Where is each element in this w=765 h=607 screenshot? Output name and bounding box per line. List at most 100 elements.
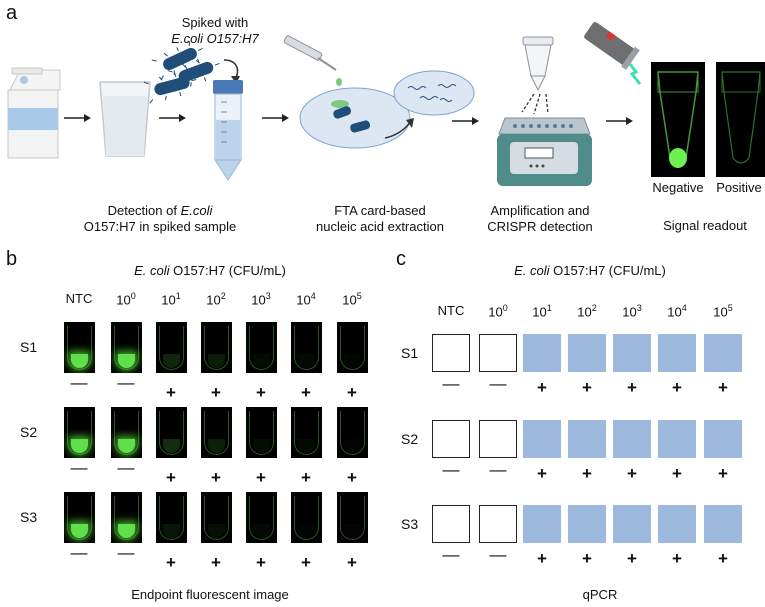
spike-label-line2: E.coli O157:H7 bbox=[171, 31, 259, 46]
panel-b-result-sign: + bbox=[166, 468, 176, 487]
qpcr-result-box bbox=[479, 505, 517, 543]
panel-b-result-sign: + bbox=[256, 553, 266, 572]
tube-glow bbox=[253, 524, 270, 538]
fluorescence-tube bbox=[201, 492, 232, 543]
panel-c-col-base-1: 10 bbox=[488, 304, 503, 320]
fta-card-icon bbox=[299, 87, 414, 149]
qpcr-result-box bbox=[523, 420, 561, 458]
qpcr-result-box bbox=[658, 334, 696, 372]
qpcr-result-box bbox=[432, 334, 470, 372]
panel-c-result-sign: + bbox=[537, 549, 547, 568]
panel-b-letter: b bbox=[6, 248, 18, 270]
panel-b-result-sign: — bbox=[70, 458, 88, 477]
panel-b-result-sign: — bbox=[70, 373, 88, 392]
tube-glow bbox=[71, 524, 88, 538]
panel-b-row-label-0: S1 bbox=[20, 339, 38, 355]
panel-c-result-sign: + bbox=[582, 378, 592, 397]
dna-card-icon bbox=[393, 70, 475, 116]
panel-c-result-sign: — bbox=[489, 374, 507, 393]
panel-b-result-sign: — bbox=[117, 543, 135, 562]
fluorescence-tube bbox=[201, 322, 232, 373]
caption-fta: FTA card-based nucleic acid extraction bbox=[300, 203, 460, 235]
panel-b-result-sign: + bbox=[347, 383, 357, 402]
panel-b-result-sign: + bbox=[347, 468, 357, 487]
fluorescence-tube bbox=[64, 322, 95, 373]
panel-c-col-header-4: 103 bbox=[612, 303, 652, 319]
qpcr-result-box bbox=[568, 334, 606, 372]
panel-b-col-base-3: 10 bbox=[206, 292, 221, 308]
caption-signal-readout: Signal readout bbox=[663, 218, 747, 233]
caption-fta-line1: FTA card-based bbox=[334, 203, 426, 218]
fluorescence-tube bbox=[111, 322, 142, 373]
panel-b-title: E. coli O157:H7 (CFU/mL) bbox=[100, 263, 320, 279]
tube-outline bbox=[114, 326, 139, 370]
qpcr-result-box bbox=[658, 505, 696, 543]
fluorescence-tube bbox=[64, 492, 95, 543]
panel-c-result-sign: + bbox=[718, 464, 728, 483]
panel-b-row-label-2: S3 bbox=[20, 509, 38, 525]
tube-outline bbox=[294, 326, 319, 370]
tube-glow bbox=[344, 524, 361, 538]
panel-b-col-base-1: 10 bbox=[116, 292, 131, 308]
tube-outline bbox=[67, 411, 92, 455]
fluorescence-tube bbox=[111, 407, 142, 458]
panel-b-result-sign: + bbox=[211, 383, 221, 402]
panel-b-col-header-2: 101 bbox=[151, 291, 191, 307]
tube-glow bbox=[118, 439, 135, 453]
panel-b-col-exp-6: 5 bbox=[356, 291, 362, 301]
fluorescence-tube bbox=[337, 492, 368, 543]
panel-c-title: E. coli O157:H7 (CFU/mL) bbox=[480, 263, 700, 279]
panel-b-result-sign: + bbox=[301, 468, 311, 487]
panel-c-col-base-0: NTC bbox=[437, 303, 465, 318]
panel-c-result-sign: — bbox=[489, 545, 507, 564]
panel-c-result-sign: + bbox=[718, 378, 728, 397]
panel-b-col-header-3: 102 bbox=[196, 291, 236, 307]
panel-c-col-header-5: 104 bbox=[657, 303, 697, 319]
tube-outline bbox=[340, 411, 365, 455]
qpcr-result-box bbox=[613, 420, 651, 458]
spike-label-line1: Spiked with bbox=[181, 15, 249, 30]
qpcr-result-box bbox=[568, 420, 606, 458]
bacteria-icon bbox=[143, 41, 240, 104]
tube-outline bbox=[204, 326, 229, 370]
tube-glow bbox=[71, 354, 88, 368]
panel-b-result-sign: + bbox=[301, 383, 311, 402]
qpcr-result-box bbox=[568, 505, 606, 543]
workflow-arrows bbox=[64, 114, 633, 125]
pcr-tube-icon bbox=[521, 36, 554, 115]
tube-glow bbox=[253, 354, 270, 368]
tube-glow bbox=[208, 354, 225, 368]
caption-detection-em: E.coli bbox=[180, 203, 213, 218]
panel-b-result-sign: + bbox=[347, 553, 357, 572]
tube-glow bbox=[298, 354, 315, 368]
tube-glow bbox=[118, 354, 135, 368]
fluorescence-tube bbox=[156, 322, 187, 373]
milk-carton-icon bbox=[7, 67, 61, 159]
qpcr-result-box bbox=[658, 420, 696, 458]
panel-c-col-base-3: 10 bbox=[577, 304, 592, 320]
tube-glow bbox=[208, 439, 225, 453]
thermocycler-icon bbox=[497, 117, 592, 186]
tube-glow bbox=[163, 439, 180, 453]
qpcr-result-box bbox=[613, 334, 651, 372]
panel-c-row-label-1: S2 bbox=[401, 431, 419, 447]
caption-detection-line2: O157:H7 in spiked sample bbox=[83, 219, 237, 234]
panel-b-col-header-5: 104 bbox=[286, 291, 326, 307]
tube-outline bbox=[159, 411, 184, 455]
fluorescence-tube bbox=[246, 407, 277, 458]
fluorescence-tube bbox=[246, 492, 277, 543]
tube-glow bbox=[163, 524, 180, 538]
tube-glow bbox=[118, 524, 135, 538]
panel-c-result-sign: + bbox=[627, 378, 637, 397]
qpcr-result-box bbox=[432, 420, 470, 458]
panel-b-result-sign: — bbox=[117, 458, 135, 477]
caption-detection: Detection of E.coli O157:H7 in spiked sa… bbox=[70, 203, 250, 235]
workflow-illustration bbox=[7, 22, 765, 186]
positive-tube-icon bbox=[716, 62, 765, 177]
label-negative: Negative bbox=[652, 180, 704, 195]
caption-amplification: Amplification and CRISPR detection bbox=[470, 203, 610, 235]
panel-c-col-exp-2: 1 bbox=[546, 303, 552, 313]
panel-b-result-sign: + bbox=[301, 553, 311, 572]
panel-c-letter: c bbox=[396, 248, 406, 270]
panel-c-row-label-2: S3 bbox=[401, 516, 419, 532]
